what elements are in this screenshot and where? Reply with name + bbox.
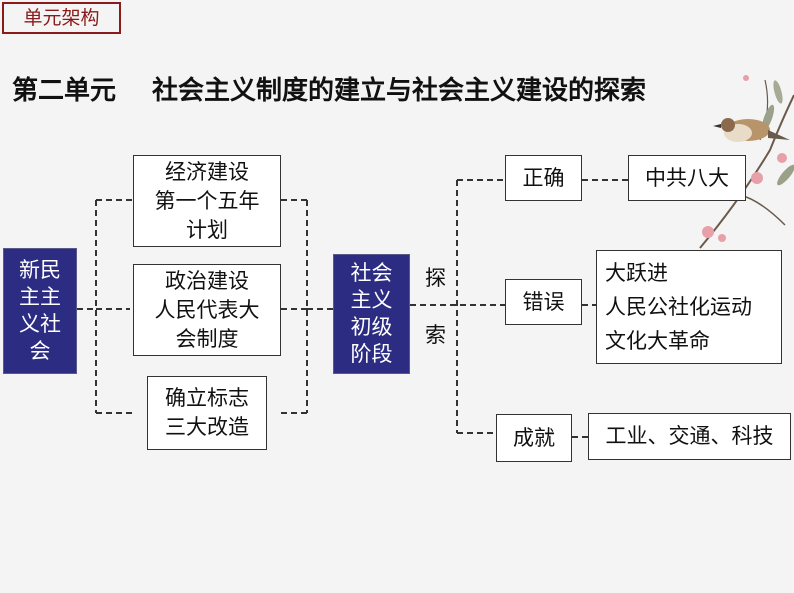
center-node-line: 主义	[350, 288, 393, 312]
box-line: 确立标志	[165, 386, 249, 410]
box-political-construction: 政治建设 人民代表大 会制度	[133, 264, 281, 356]
item-line: 大跃进	[605, 261, 668, 285]
page-title: 第二单元 社会主义制度的建立与社会主义建设的探索	[12, 70, 646, 107]
box-line: 人民代表大	[154, 297, 260, 322]
center-node-primary-stage: 社会 主义 初级 阶段	[333, 254, 410, 374]
unit-topic: 社会主义制度的建立与社会主义建设的探索	[152, 76, 647, 106]
item-eighth-congress: 中共八大	[628, 155, 746, 201]
box-economic-construction: 经济建设 第一个五年 计划	[133, 155, 281, 247]
item-line: 工业、交通、科技	[605, 424, 774, 448]
item-achievements: 工业、交通、科技	[588, 413, 791, 460]
left-node-new-democracy: 新民 主主 义社 会	[3, 248, 77, 374]
box-line: 计划	[186, 217, 228, 242]
center-node-line: 初级	[350, 315, 393, 339]
explore-label-top: 探	[425, 266, 446, 290]
branch-label: 错误	[522, 289, 565, 314]
box-establishment-mark: 确立标志 三大改造	[147, 376, 267, 450]
box-line: 第一个五年	[154, 188, 260, 213]
branch-label: 成就	[513, 425, 555, 450]
branch-label: 正确	[522, 165, 565, 190]
left-node-line: 义社	[19, 312, 61, 336]
left-node-line: 新民	[19, 258, 61, 282]
item-mistakes-list: 大跃进 人民公社化运动 文化大革命	[596, 250, 782, 364]
branch-correct: 正确	[505, 155, 582, 201]
box-line: 会制度	[175, 326, 239, 351]
item-line: 中共八大	[645, 165, 729, 190]
center-node-line: 社会	[350, 261, 393, 285]
branch-achievement: 成就	[496, 414, 572, 462]
explore-label-bottom: 索	[425, 323, 446, 347]
box-line: 经济建设	[165, 159, 249, 184]
left-node-line: 会	[29, 339, 51, 363]
center-node-line: 阶段	[350, 342, 393, 366]
section-tag: 单元架构	[2, 2, 121, 34]
box-line: 政治建设	[165, 268, 249, 293]
item-line: 文化大革命	[605, 329, 710, 353]
unit-label: 第二单元	[12, 76, 117, 106]
branch-mistake: 错误	[505, 279, 582, 325]
item-line: 人民公社化运动	[605, 295, 752, 319]
left-node-line: 主主	[19, 285, 61, 309]
box-line: 三大改造	[165, 415, 249, 439]
